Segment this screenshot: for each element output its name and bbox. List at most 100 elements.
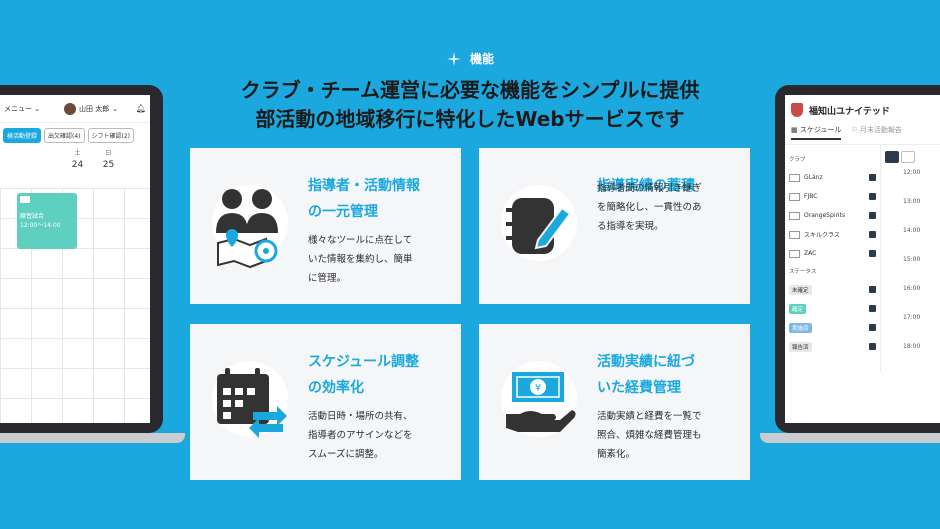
card-description: 指導者間の情報引き継ぎを簡略化し、一貫性のある指導を実現。: [597, 183, 702, 232]
checkbox[interactable]: [869, 305, 876, 312]
time-label: 13:00: [903, 198, 921, 205]
card-title: 指導者・活動情報の一元管理: [308, 178, 420, 220]
user-name: 山田 太郎: [79, 104, 110, 113]
left-laptop-mockup: メニュー ⌄ 山田 太郎 ⌄ 🔔︎ 検活動登録 出欠確認(4) シフト確認(2)…: [0, 85, 163, 433]
club-logo-icon: [789, 211, 800, 220]
view-toggle: [885, 151, 940, 163]
club-filter-label: クラブ: [789, 157, 806, 163]
club-filter-item[interactable]: FJBC: [789, 187, 876, 206]
section-label: 機能: [0, 50, 940, 67]
team-crest-icon: [791, 103, 803, 117]
club-filter-item[interactable]: GLänz: [789, 168, 876, 187]
coaches-map-ball-icon: [216, 189, 278, 269]
time-axis: 12:00 13:00 14:00 15:00 16:00 17:00 18:0…: [881, 169, 940, 372]
list-view-button[interactable]: [901, 151, 915, 163]
calendar-sync-icon: [217, 368, 287, 438]
day-number: [0, 157, 31, 173]
left-laptop-base: [0, 433, 185, 443]
day-number: 24: [71, 160, 84, 170]
right-laptop-base: [760, 433, 940, 443]
team-name: 福知山ユナイテッド: [809, 106, 890, 117]
day-numbers: 24 25: [0, 157, 150, 173]
menu-button[interactable]: メニュー ⌄: [4, 104, 41, 113]
action-buttons: 検活動登録 出欠確認(4) シフト確認(2): [0, 123, 150, 148]
card-description: 活動日時・場所の共有、指導者のアサインなどをスムーズに調整。: [308, 411, 413, 460]
card-title: スケジュール調整の効率化: [308, 354, 420, 396]
club-badge-icon: [20, 196, 30, 203]
time-label: 17:00: [903, 314, 921, 321]
svg-text:¥: ¥: [535, 383, 541, 394]
day-labels: 土 日: [0, 148, 150, 157]
club-logo-icon: [789, 249, 800, 258]
feature-card-coaching-records: 指導実績の蓄積 指導者間の情報引き継ぎを簡略化し、一貫性のある指導を実現。: [479, 148, 750, 304]
bell-icon[interactable]: 🔔︎: [135, 104, 146, 113]
day-label: [31, 148, 62, 157]
status-tag: 実施済: [789, 322, 812, 333]
card-title: 指導実績の蓄積: [597, 178, 695, 194]
money-hand-icon: ¥: [506, 372, 576, 432]
time-label: 14:00: [903, 227, 921, 234]
activity-register-button[interactable]: 検活動登録: [3, 128, 42, 143]
tab-schedule[interactable]: ▦ スケジュール: [791, 125, 842, 140]
checkbox[interactable]: [869, 250, 876, 257]
app-header: メニュー ⌄ 山田 太郎 ⌄ 🔔︎: [0, 95, 150, 123]
event-title: 練習試合: [20, 213, 45, 220]
feature-card-schedule: スケジュール調整の効率化 活動日時・場所の共有、指導者のアサインなどをスムーズに…: [190, 324, 461, 480]
user-menu[interactable]: 山田 太郎 ⌄: [64, 102, 118, 115]
tabs: ▦ スケジュール ⚐ 月末活動報告: [785, 121, 940, 145]
card-description: 様々なツールに点在していた情報を集約し、簡単に管理。: [308, 235, 413, 284]
checkbox[interactable]: [869, 174, 876, 181]
headline-line-1: クラブ・チーム運営に必要な機能をシンプルに提供: [240, 78, 700, 102]
tab-monthly-report[interactable]: ⚐ 月末活動報告: [851, 126, 902, 134]
checkbox[interactable]: [869, 231, 876, 238]
card-description: 活動実績と経費を一覧で照合、煩雑な経費管理も簡素化。: [597, 411, 702, 460]
club-filter-item[interactable]: ZAC: [789, 244, 876, 263]
headline-line-2: 部活動の地域移行に特化したWebサービスです: [255, 107, 685, 131]
club-filter-item[interactable]: スキルクラス: [789, 225, 876, 244]
status-filter-item[interactable]: 報告済: [789, 337, 876, 356]
club-logo-icon: [789, 230, 800, 239]
checkbox[interactable]: [869, 324, 876, 331]
status-filter-item[interactable]: 確定: [789, 299, 876, 318]
checkbox[interactable]: [869, 193, 876, 200]
checkbox[interactable]: [869, 212, 876, 219]
day-label: [0, 148, 31, 157]
club-logo-icon: [789, 173, 800, 182]
feature-card-coach-management: 指導者・活動情報の一元管理 様々なツールに点在していた情報を集約し、簡単に管理。: [190, 148, 461, 304]
club-logo-icon: [789, 192, 800, 201]
day-number: [31, 157, 62, 173]
time-label: 15:00: [903, 256, 921, 263]
left-laptop-screen: メニュー ⌄ 山田 太郎 ⌄ 🔔︎ 検活動登録 出欠確認(4) シフト確認(2)…: [0, 95, 150, 423]
page-headline: クラブ・チーム運営に必要な機能をシンプルに提供 部活動の地域移行に特化したWeb…: [0, 76, 940, 134]
shift-check-button[interactable]: シフト確認(2): [87, 128, 135, 143]
status-filter-item[interactable]: 実施済: [789, 318, 876, 337]
status-tag: 未確定: [789, 284, 812, 295]
day-label: 日: [105, 150, 112, 157]
right-laptop-mockup: 福知山ユナイテッド ▦ スケジュール ⚐ 月末活動報告 クラブ GLänz FJ…: [775, 85, 940, 433]
calendar: 土 日 24 25 練習試合 12:00〜14:00: [0, 148, 150, 423]
filter-sidebar: クラブ GLänz FJBC OrangeSpirits スキルクラス ZAC …: [785, 145, 881, 372]
status-filter-item[interactable]: 未確定: [789, 280, 876, 299]
schedule-view: 12:00 13:00 14:00 15:00 16:00 17:00 18:0…: [881, 145, 940, 372]
event-time: 12:00〜14:00: [20, 222, 61, 229]
team-header: 福知山ユナイテッド: [785, 95, 940, 121]
club-filter-item[interactable]: OrangeSpirits: [789, 206, 876, 225]
calendar-event[interactable]: 練習試合 12:00〜14:00: [17, 193, 77, 249]
time-label: 18:00: [903, 343, 921, 350]
attendance-check-button[interactable]: 出欠確認(4): [44, 128, 85, 143]
day-label: 土: [74, 150, 81, 157]
calendar-view-button[interactable]: [885, 151, 899, 163]
sparkle-icon: [446, 51, 461, 66]
avatar: [64, 102, 76, 115]
status-tag: 報告済: [789, 341, 812, 352]
checkbox[interactable]: [869, 286, 876, 293]
feature-card-expenses: ¥ 活動実績に紐づいた経費管理 活動実績と経費を一覧で照合、煩雑な経費管理も簡素…: [479, 324, 750, 480]
status-filter-label: ステータス: [789, 269, 817, 275]
day-number: 25: [102, 160, 115, 170]
notebook-pen-icon: [506, 198, 572, 254]
checkbox[interactable]: [869, 343, 876, 350]
section-label-text: 機能: [469, 52, 494, 66]
card-title: 活動実績に紐づいた経費管理: [597, 354, 695, 396]
right-laptop-screen: 福知山ユナイテッド ▦ スケジュール ⚐ 月末活動報告 クラブ GLänz FJ…: [785, 95, 940, 423]
time-label: 16:00: [903, 285, 921, 292]
